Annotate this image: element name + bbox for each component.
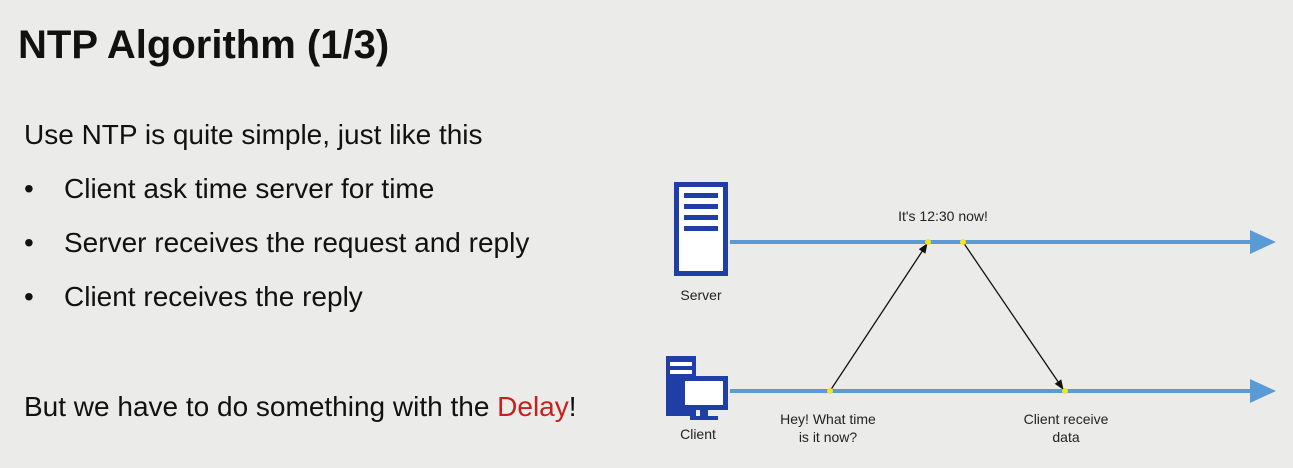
reply-message: It's 12:30 now! — [898, 208, 988, 224]
slide-title: NTP Algorithm (1/3) — [18, 23, 390, 67]
reply-arrow — [962, 241, 1064, 390]
delay-highlight: Delay — [497, 391, 569, 422]
reply-send-dot — [960, 239, 966, 245]
outro-before: But we have to do something with the — [24, 391, 498, 422]
bullet-text: Client receives the reply — [64, 281, 363, 312]
receive-message-line1: Client receive — [1023, 411, 1109, 427]
reply-receive-dot — [1062, 388, 1068, 394]
outro-text: But we have to do something with the Del… — [24, 388, 577, 426]
server-icon — [674, 182, 728, 276]
bullet-dot: • — [24, 227, 34, 258]
client-timeline — [730, 379, 1276, 403]
diagram-canvas — [666, 182, 1276, 420]
receive-message-line2: data — [1052, 429, 1080, 445]
bullet-dot: • — [24, 281, 34, 312]
request-message: Hey! What time is it now? — [768, 410, 888, 446]
ntp-diagram: Server Client It's 12:30 now! Hey! What … — [640, 160, 1293, 460]
request-message-line1: Hey! What time — [780, 411, 876, 427]
outro-after: ! — [568, 391, 577, 422]
bullet-text: Server receives the request and reply — [64, 227, 530, 258]
server-timeline — [730, 230, 1276, 254]
bullet-dot: • — [24, 173, 34, 204]
request-message-line2: is it now? — [798, 429, 858, 445]
client-label: Client — [680, 426, 716, 442]
bullet-text: Client ask time server for time — [64, 173, 435, 204]
request-send-dot — [827, 388, 833, 394]
intro-text: Use NTP is quite simple, just like this — [24, 119, 483, 150]
request-receive-dot — [925, 239, 931, 245]
server-label: Server — [680, 287, 722, 303]
receive-message: Client receive data — [1006, 410, 1126, 446]
client-computer-icon — [666, 356, 728, 420]
request-arrow — [829, 243, 928, 392]
